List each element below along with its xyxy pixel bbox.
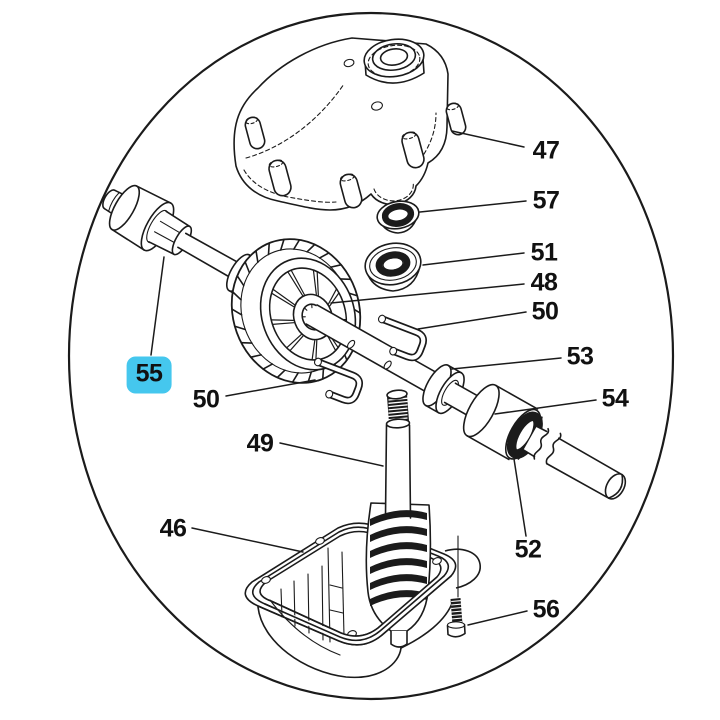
leader-52 — [513, 458, 527, 537]
shaft-clip-hole — [383, 360, 392, 370]
leader-55 — [150, 256, 165, 356]
worm-shaft-49 — [365, 389, 432, 648]
cover-filler-neck — [363, 38, 425, 84]
callout-50-right[interactable]: 50 — [531, 297, 559, 326]
callout-56[interactable]: 56 — [532, 595, 560, 624]
leader-50-left — [225, 379, 316, 397]
leader-54 — [494, 399, 597, 415]
retainer-clip-50-left — [313, 357, 364, 405]
callout-50-left[interactable]: 50 — [192, 385, 220, 414]
worm-gear-flights — [370, 510, 427, 606]
callout-55-highlighted[interactable]: 55 — [126, 356, 172, 394]
leader-50-right — [417, 311, 527, 330]
cover-mounting-bosses — [244, 102, 467, 209]
diagram-oval-border — [67, 11, 675, 701]
pan-flange-hole — [432, 557, 442, 565]
callout-47[interactable]: 47 — [532, 136, 560, 165]
callout-51[interactable]: 51 — [530, 238, 558, 267]
worm-shaft-threaded-end — [385, 389, 411, 429]
oil-seal-57 — [376, 200, 420, 234]
shaft-clip-hole — [346, 339, 356, 349]
leader-47 — [451, 130, 525, 148]
screw-56 — [446, 598, 466, 638]
cover-bolt-hole — [343, 58, 355, 68]
callout-49[interactable]: 49 — [246, 429, 274, 458]
gear-case-cover-47 — [233, 37, 467, 211]
leader-53 — [451, 357, 562, 370]
callout-53[interactable]: 53 — [566, 342, 594, 371]
leader-49 — [279, 442, 384, 467]
shaft-break-symbol — [533, 427, 550, 460]
oil-pan-46 — [244, 522, 481, 679]
leader-57 — [419, 200, 527, 213]
leader-56 — [467, 610, 528, 626]
pan-near-rim — [257, 575, 452, 646]
retainer-clip-50-right — [377, 314, 428, 362]
callout-54[interactable]: 54 — [601, 384, 629, 413]
leader-51 — [422, 252, 525, 266]
bushing-54 — [462, 383, 539, 461]
leader-46 — [191, 527, 304, 553]
callout-52[interactable]: 52 — [514, 535, 542, 564]
main-shaft-53 — [305, 304, 627, 500]
callout-57[interactable]: 57 — [532, 186, 560, 215]
pan-flange-hole — [315, 537, 325, 545]
pan-screw-boss — [444, 548, 481, 589]
callout-46[interactable]: 46 — [159, 514, 187, 543]
ball-bearing-51 — [364, 242, 422, 292]
leader-48 — [330, 283, 525, 304]
gear-spokes — [270, 269, 347, 361]
callout-48[interactable]: 48 — [530, 268, 558, 297]
shaft-break-symbol — [545, 432, 562, 465]
pan-flange-hole — [261, 576, 271, 584]
leader-lines — [150, 130, 597, 626]
cover-bolt-hole — [371, 101, 383, 111]
